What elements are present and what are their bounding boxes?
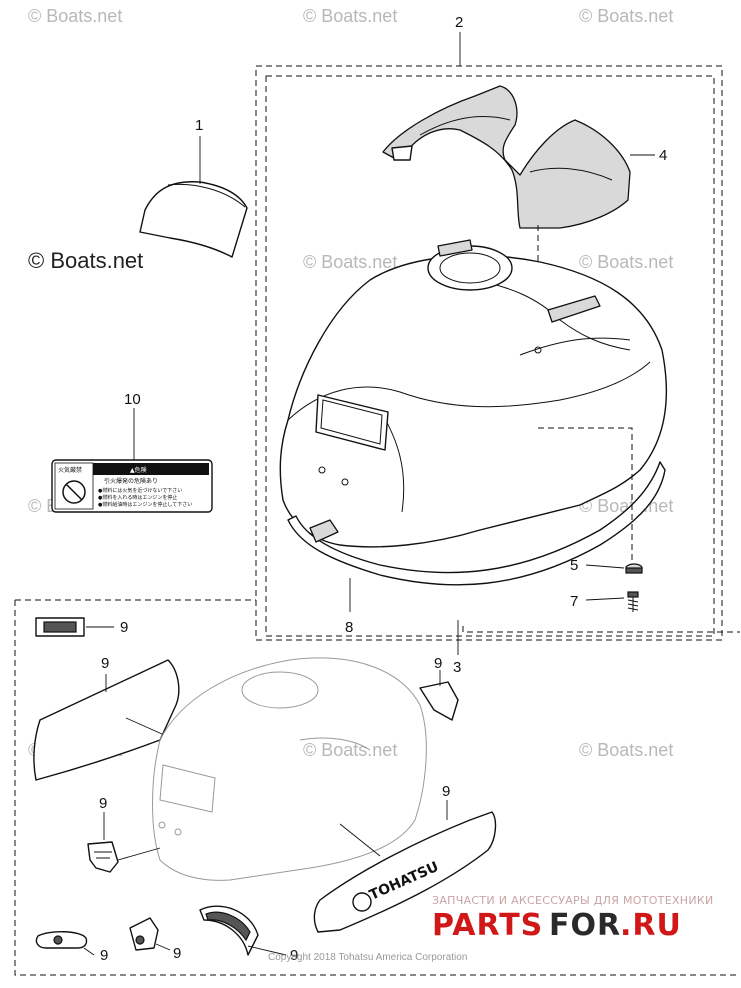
leader-9e2 xyxy=(117,847,161,861)
part-2-top-cowl xyxy=(279,239,667,548)
logo-part-2: FOR xyxy=(549,908,621,943)
copyright-text: Copyright 2018 Tohatsu America Corporati… xyxy=(268,952,467,963)
logo-part-1: PARTS xyxy=(432,908,543,943)
label-left-header: 火気厳禁 xyxy=(58,466,82,474)
watermark: © Boats.net xyxy=(579,252,673,272)
part-9-lower-cowl-ghost xyxy=(152,657,427,881)
part-7-screw xyxy=(627,591,639,612)
guide-line xyxy=(538,427,633,568)
watermark: © Boats.net xyxy=(303,740,397,760)
callout-9b: 9 xyxy=(101,655,109,672)
part-9-left-side-decal xyxy=(33,659,180,781)
callout-9d: 9 xyxy=(442,783,450,800)
callout-10: 10 xyxy=(124,391,141,408)
leader-5 xyxy=(585,564,625,569)
site-tagline: ЗАПЧАСТИ И АКСЕССУАРЫ ДЛЯ МОТОТЕХНИКИ xyxy=(432,894,714,907)
callout-9c: 9 xyxy=(434,655,442,672)
watermark: © Boats.net xyxy=(303,252,397,272)
callout-9e: 9 xyxy=(99,795,107,812)
watermark: © Boats.net xyxy=(303,6,397,26)
callout-4: 4 xyxy=(659,147,667,164)
callout-8: 8 xyxy=(345,619,353,636)
callout-7: 7 xyxy=(570,593,578,610)
leader-7 xyxy=(585,597,625,601)
part-10-warning-label: 火気厳禁 ▲危険 引火爆発の危険あり ●燃料には火気を近づけないで下さい ●燃料… xyxy=(51,459,213,513)
part-9-bottom-center-badge xyxy=(129,917,159,951)
callout-3: 3 xyxy=(453,659,461,676)
part-9-bottom-left-badge xyxy=(35,931,88,949)
part-9-curved-decal xyxy=(199,905,259,956)
leader-9b2 xyxy=(125,717,163,735)
label-line-3: ●燃料を入れる時はエンジンを停止 xyxy=(98,494,177,501)
assembly-2-inner-outline xyxy=(265,75,715,637)
label-line-2: ●燃料には火気を近づけないで下さい xyxy=(98,487,182,494)
callout-9f: 9 xyxy=(100,947,108,964)
part-9-small-badge xyxy=(35,617,85,637)
label-line-4: ●燃料給油時はエンジンを停止して下さい xyxy=(98,501,192,508)
part-1-pad xyxy=(139,181,248,258)
assembly-3-outline xyxy=(14,599,740,976)
part-9-front-emblem xyxy=(87,841,119,873)
label-right-header: ▲危険 xyxy=(130,466,147,474)
callout-9g: 9 xyxy=(173,945,181,962)
callout-5: 5 xyxy=(570,557,578,574)
callout-9a: 9 xyxy=(120,619,128,636)
assembly-2-outline xyxy=(255,65,723,641)
watermark-dark: © Boats.net xyxy=(28,248,143,273)
leader-9h xyxy=(247,945,287,956)
leader-9f xyxy=(83,947,95,956)
callout-2: 2 xyxy=(455,14,463,31)
callout-1: 1 xyxy=(195,117,203,134)
leader-9g xyxy=(155,943,171,951)
watermark: © Boats.net xyxy=(28,6,122,26)
watermark: © Boats.net xyxy=(579,740,673,760)
callout-9h: 9 xyxy=(290,947,298,964)
part-8-seal xyxy=(287,461,666,586)
watermark: © Boats.net xyxy=(579,6,673,26)
part-4-handle xyxy=(382,85,631,229)
logo-part-3: .RU xyxy=(620,908,682,943)
leader-9d2 xyxy=(339,823,381,857)
tohatsu-logo-icon xyxy=(352,892,372,912)
part-9-right-small-decal xyxy=(419,681,459,721)
label-line-1: 引火爆発の危険あり xyxy=(104,477,158,485)
site-logo: PARTS FOR .RU xyxy=(432,908,682,943)
part-5-grommet xyxy=(625,563,643,574)
